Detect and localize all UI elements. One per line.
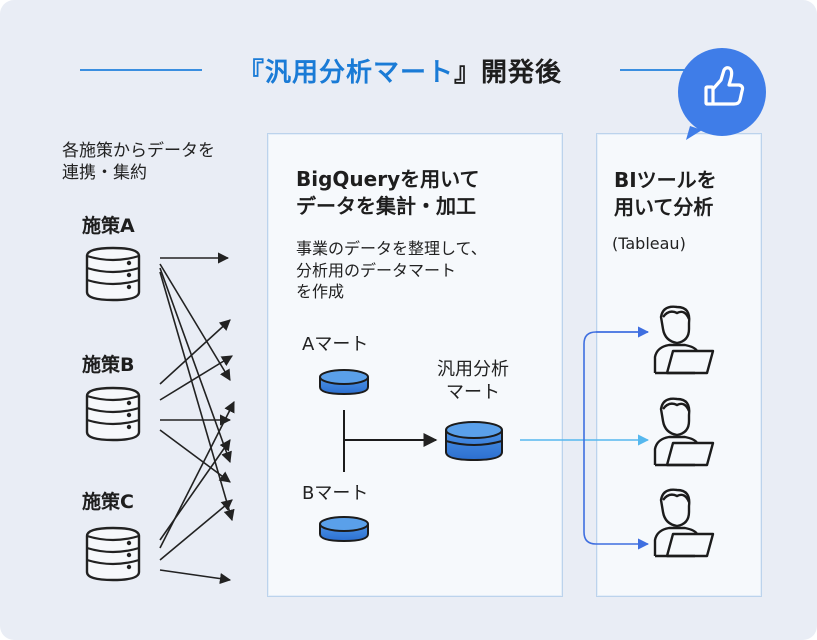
bi-tool-label: (Tableau)	[612, 234, 686, 253]
general-mart-label-line-2: マート	[446, 382, 500, 404]
mart-a-label: Aマート	[302, 334, 369, 355]
left-caption-line-1: 各施策からデータを	[62, 141, 215, 161]
processing-heading: BigQueryを用いて データを集計・加工	[296, 166, 480, 220]
title-suffix: 』開発後	[454, 58, 563, 88]
processing-description-line-3: を作成	[296, 282, 345, 302]
bi-heading-line-2: 用いて分析	[614, 195, 714, 219]
source-label-b: 施策B	[82, 354, 135, 376]
bi-heading-line-1: BIツールを	[614, 168, 717, 192]
processing-description-line-2: 分析用のデータマート	[296, 260, 457, 280]
title-highlight: 汎用分析マート	[264, 58, 454, 88]
mart-b-label: Bマート	[302, 483, 369, 504]
thumbs-up-icon	[704, 66, 745, 106]
speech-bubble-tail	[686, 126, 702, 140]
processing-heading-line-1: BigQueryを用いて	[296, 167, 480, 191]
left-caption-line-2: 連携・集約	[62, 163, 147, 184]
processing-description: 事業のデータを整理して、 分析用のデータマート を作成	[296, 238, 487, 303]
person-laptop-icon-1	[653, 305, 715, 375]
source-label-a: 施策A	[82, 215, 135, 237]
person-laptop-icon-2	[653, 397, 715, 467]
title-rule-right	[620, 69, 700, 71]
processing-description-line-1: 事業のデータを整理して、	[296, 239, 487, 258]
title-rule-left	[80, 69, 202, 71]
page-title: 『汎用分析マート』開発後	[220, 52, 580, 89]
title-banner: 『汎用分析マート』開発後	[80, 48, 700, 92]
left-caption: 各施策からデータを 連携・集約	[62, 140, 215, 184]
general-mart-label: 汎用分析 マート	[430, 358, 516, 405]
flow-bracket-users	[583, 331, 650, 550]
title-prefix: 『	[237, 58, 265, 88]
speech-bubble-body	[678, 48, 766, 136]
processing-heading-line-2: データを集計・加工	[296, 194, 476, 218]
processing-panel	[267, 133, 563, 597]
person-laptop-icon-3	[653, 488, 715, 558]
bi-heading: BIツールを 用いて分析	[614, 167, 717, 221]
source-label-c: 施策C	[82, 491, 134, 513]
general-mart-label-line-1: 汎用分析	[437, 359, 509, 380]
